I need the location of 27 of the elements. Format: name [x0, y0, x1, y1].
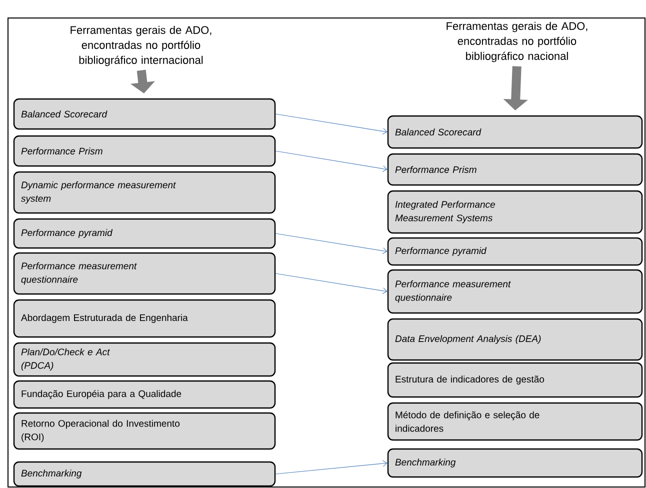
tool-box: Benchmarking — [387, 448, 643, 478]
tool-box: Performance measurement questionnaire — [387, 269, 643, 314]
arrow — [275, 150, 388, 172]
tool-box: Performance Prism — [13, 135, 276, 167]
tool-box: Retorno Operacional do Investimento (ROI) — [13, 412, 276, 450]
tool-box: Integrated Performance Measurement Systems — [387, 190, 643, 234]
tool-box: Balanced Scorecard — [387, 115, 643, 149]
arrow — [275, 460, 388, 474]
tool-box: Balanced Scorecard — [13, 98, 276, 130]
tool-box: Performance Prism — [387, 153, 643, 186]
tool-box: Dynamic performance measurement system — [13, 171, 276, 214]
tool-box: Performance pyramid — [387, 237, 643, 266]
tool-box: Fundação Européia para a Qualidade — [13, 380, 276, 409]
arrow — [275, 273, 388, 294]
tool-box: Estrutura de indicadores de gestão — [387, 362, 643, 398]
tool-box: Abordagem Estruturada de Engenharia — [13, 299, 276, 338]
tool-box: Data Envelopment Analysis (DEA) — [387, 318, 643, 361]
arrow — [275, 233, 388, 254]
tool-box: Performance measurement questionnaire — [13, 252, 276, 295]
outer-frame — [8, 18, 646, 488]
arrow — [275, 114, 388, 135]
tool-box: Performance pyramid — [13, 218, 276, 249]
column-heading: Ferramentas gerais de ADO, encontradas no portfólio bibliográfico nacional — [446, 22, 588, 62]
tool-box: Método de definição e seleção de indicadores — [387, 402, 643, 441]
tool-box: Plan/Do/Check e Act (PDCA) — [13, 342, 276, 377]
column-heading: Ferramentas gerais de ADO, encontradas no portfólio bibliográfico internacional — [70, 26, 212, 66]
tool-box: Benchmarking — [13, 461, 276, 487]
